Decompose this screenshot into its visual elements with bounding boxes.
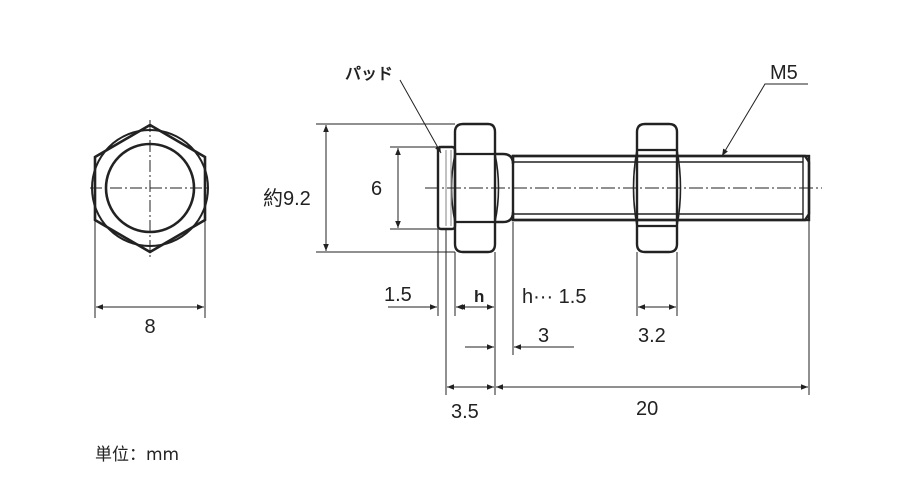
side-view-dimensions	[316, 79, 810, 395]
pad-label: パッド	[345, 65, 393, 83]
head-height-label: h	[474, 287, 484, 306]
length-label: 20	[636, 398, 658, 420]
pad-leader-line	[399, 79, 442, 154]
pad-thickness-label: 1.5	[384, 284, 412, 306]
neck-label: 3	[538, 325, 549, 347]
head-height-note: h··· 1.5	[522, 286, 586, 308]
thread-size-label: M5	[770, 62, 798, 84]
hex-end-view	[90, 120, 210, 318]
unit-label: 単位：mm	[95, 445, 180, 465]
thread-leader-line	[721, 83, 808, 157]
bolt-side-view	[425, 122, 822, 254]
nut-side	[635, 122, 679, 254]
width-across-flats-label: 8	[144, 316, 155, 338]
hex-head-side	[453, 122, 497, 254]
nut-thickness-label: 3.2	[638, 325, 666, 347]
across-corners-label: 約9.2	[263, 187, 311, 210]
pad-plus-head-label: 3.5	[451, 401, 479, 423]
pad-diameter-label: 6	[371, 178, 382, 200]
